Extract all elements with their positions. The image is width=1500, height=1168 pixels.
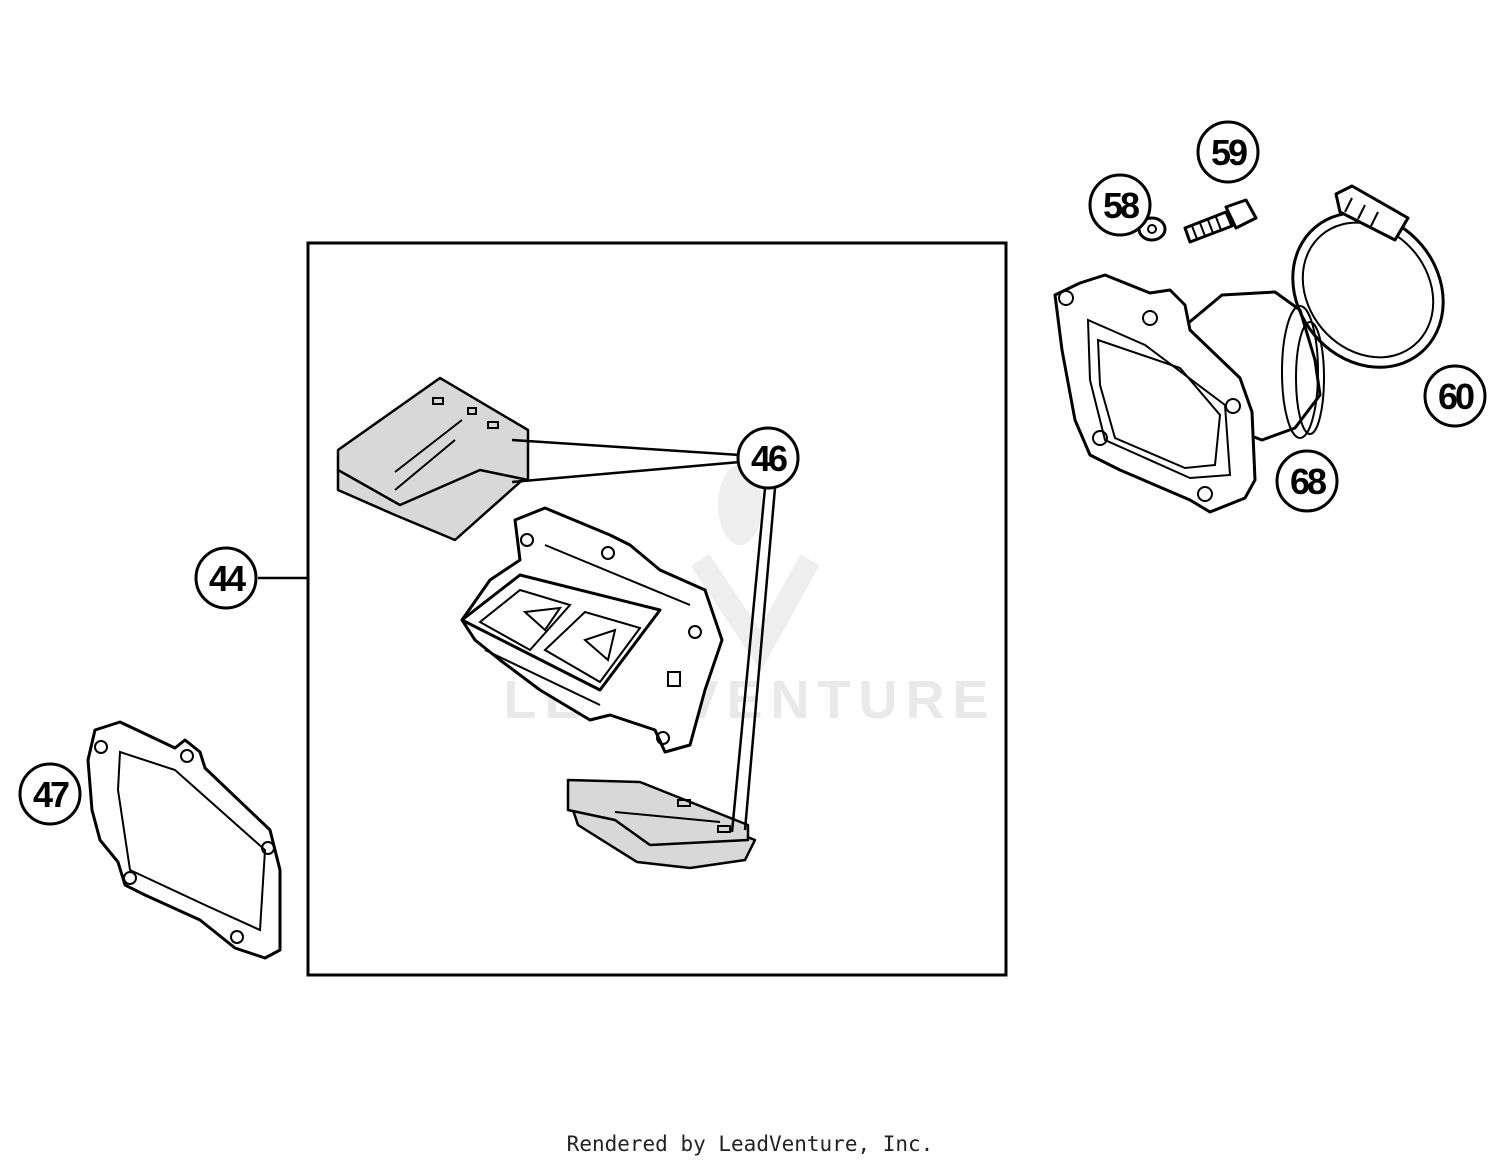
screw [1183,198,1258,244]
callout-59-label: 59 [1211,132,1247,173]
callout-46-label: 46 [751,438,787,479]
callout-47-label: 47 [33,774,69,815]
callout-58: 58 [1088,173,1152,237]
reed-petals-upper [336,376,530,542]
hose-clamp [1291,184,1445,369]
kit-box [306,241,1008,977]
callout-44-label: 44 [209,558,246,599]
callout-46: 46 [736,426,800,490]
callout-68-label: 68 [1290,461,1326,502]
reed-block [460,506,724,754]
leaders-46 [511,438,777,833]
footer-credit: Rendered by LeadVenture, Inc. [566,1132,934,1156]
callout-58-label: 58 [1103,185,1139,226]
callout-47: 47 [18,762,82,826]
reed-petals-lower [566,778,757,870]
callout-60-label: 60 [1438,376,1474,417]
callout-44: 44 [194,546,258,610]
gasket [86,720,282,960]
callout-59: 59 [1196,120,1260,184]
callout-60: 60 [1423,364,1487,428]
callout-68: 68 [1275,449,1339,513]
intake-flange [1053,273,1325,514]
